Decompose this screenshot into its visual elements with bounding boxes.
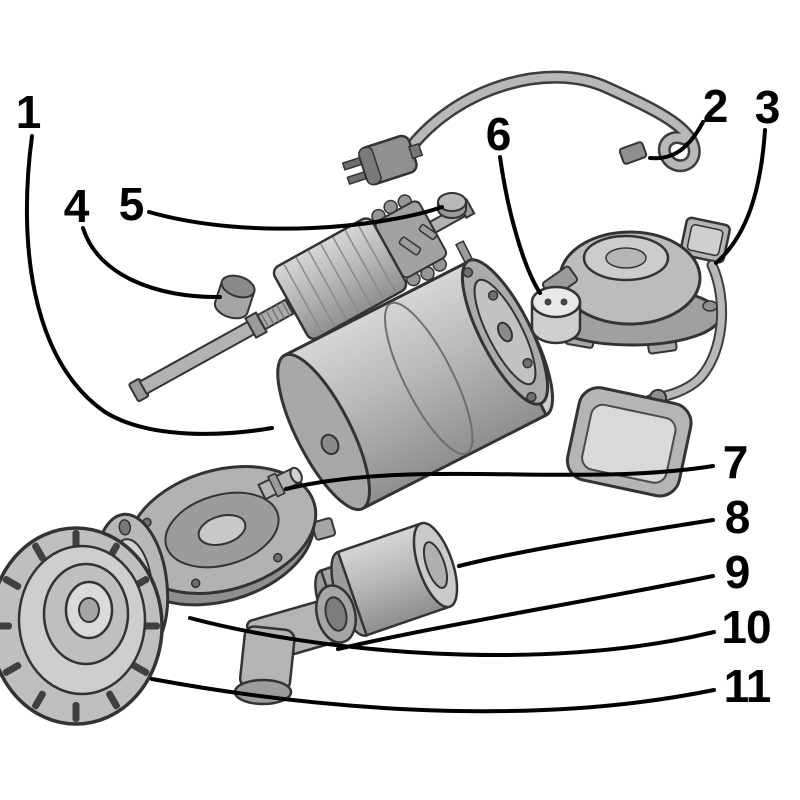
callout-label-10: 10	[721, 601, 771, 653]
strainer-base	[0, 526, 164, 726]
callout-label-3: 3	[754, 81, 781, 133]
leader-line-5	[147, 205, 444, 231]
leader-line-10	[188, 616, 716, 657]
leader-line-6	[498, 155, 542, 295]
leader-line-11	[150, 677, 716, 714]
leader-line-4	[81, 226, 222, 300]
leader-lines	[24, 120, 767, 714]
cover-lug	[679, 216, 731, 264]
leader-line-8	[457, 518, 715, 568]
callout-label-6: 6	[485, 108, 512, 160]
callout-label-8: 8	[724, 491, 751, 543]
power-cord	[401, 70, 701, 173]
leader-line-1	[24, 134, 274, 436]
power-plug	[341, 134, 424, 186]
callout-label-7: 7	[722, 436, 749, 488]
callout-label-11: 11	[723, 660, 772, 712]
motor-rotor	[128, 194, 476, 403]
discharge-elbow	[233, 584, 357, 706]
leader-line-3	[714, 128, 767, 265]
leader-line-9	[336, 574, 715, 651]
terminal-connector	[530, 285, 582, 345]
pump-shaft	[257, 466, 303, 501]
float-switch	[565, 386, 693, 498]
rotor-screws	[398, 224, 438, 256]
callout-label-1: 1	[15, 86, 42, 138]
callout-label-2: 2	[702, 80, 729, 132]
callout-label-5: 5	[118, 178, 145, 230]
leader-line-2	[648, 120, 705, 161]
cord-gland	[618, 141, 648, 165]
leader-line-7	[284, 464, 715, 491]
float-cable	[644, 259, 728, 406]
callout-label-4: 4	[63, 180, 90, 232]
capacitor	[213, 274, 256, 320]
callout-label-9: 9	[724, 546, 751, 598]
rotor-end-cap	[437, 192, 467, 219]
housing-cover-plate	[455, 240, 550, 406]
